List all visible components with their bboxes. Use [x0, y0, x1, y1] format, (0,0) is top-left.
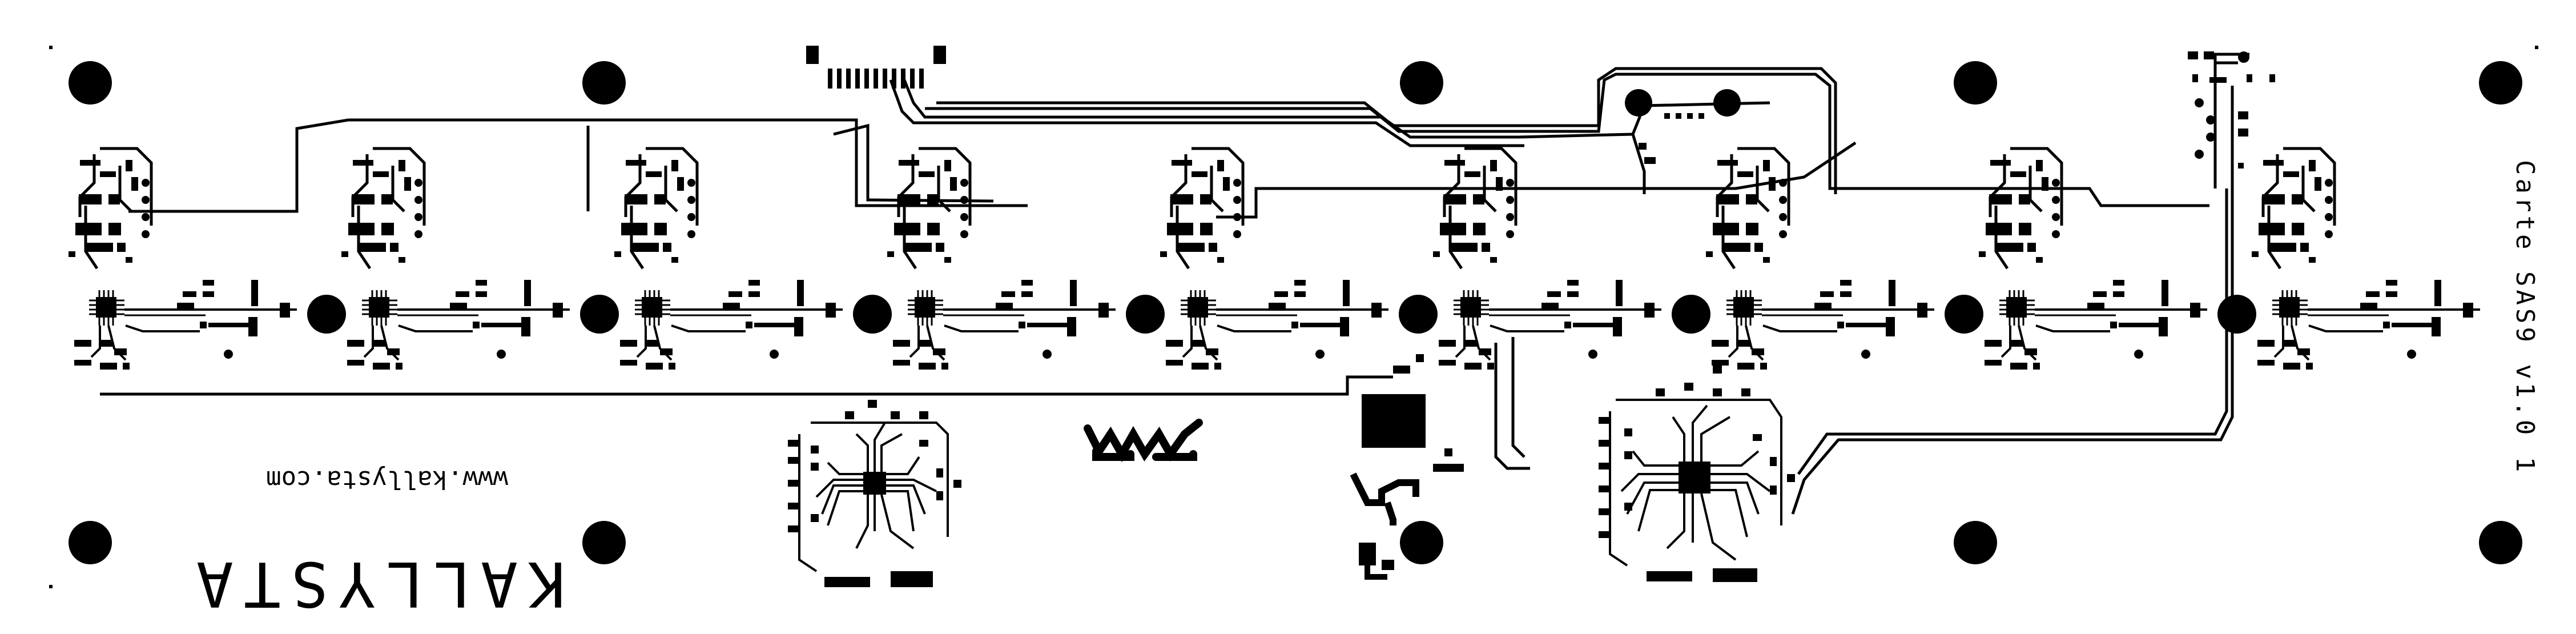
branding: www.kallysta.com KALLYSTA: [186, 465, 565, 619]
channel-2: [341, 149, 570, 370]
url-text: www.kallysta.com: [266, 465, 508, 494]
bus-traces: [100, 53, 2249, 515]
sub-connector: [1625, 89, 1741, 164]
channel-5: [1160, 149, 1388, 370]
ribbon-connector: [806, 46, 946, 89]
channel-8: [1979, 149, 2207, 370]
board-outline-markers: [49, 46, 2538, 588]
mounting-holes: [69, 61, 2522, 564]
testpoint-cluster: [1084, 419, 1203, 463]
channel-3: [614, 149, 843, 370]
regulator-block: [1350, 354, 1464, 580]
header-cluster: [2188, 51, 2275, 168]
mid-row-holes: [307, 295, 2256, 334]
qfp-chip-right: [1599, 366, 1795, 582]
qfp-chip-left: [788, 400, 961, 587]
board-label: Carte SAS9 v1.0 1: [2510, 160, 2539, 475]
brand-text: KALLYSTA: [186, 548, 565, 619]
channel-6: [1433, 149, 1661, 370]
channel-7: [1706, 149, 1934, 370]
channel-9: [2252, 149, 2480, 370]
channel-array: [69, 149, 2480, 370]
channel-4: [887, 149, 1116, 370]
channel-1: [69, 149, 297, 370]
